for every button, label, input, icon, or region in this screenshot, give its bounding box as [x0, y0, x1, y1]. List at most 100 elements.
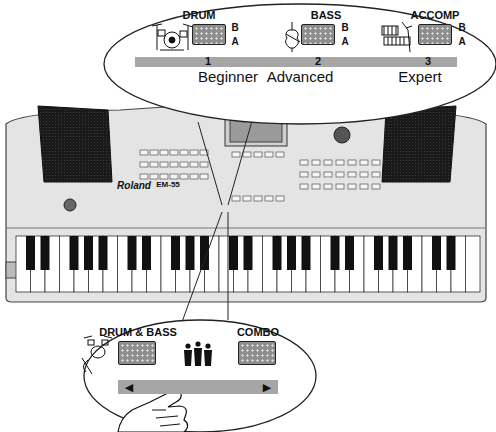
- level-label: Beginner: [198, 69, 258, 86]
- black-key: [302, 236, 311, 270]
- arrow-bar: ◀▶: [118, 380, 278, 394]
- panel-button: [324, 184, 332, 189]
- panel-button: [170, 162, 178, 167]
- black-key: [70, 236, 79, 270]
- panel-button: [300, 172, 308, 177]
- black-key: [128, 236, 137, 270]
- variation-label: B: [458, 22, 465, 33]
- panel-button: [360, 184, 368, 189]
- panel-button: [300, 184, 308, 189]
- panel-button: [243, 196, 251, 201]
- panel-button: [180, 174, 188, 179]
- button: COMBO: [238, 341, 276, 365]
- black-key: [432, 236, 441, 270]
- panel-button: [254, 196, 262, 201]
- panel-button: [336, 184, 344, 189]
- variation-label: A: [341, 36, 348, 47]
- panel-button: [336, 172, 344, 177]
- panel-button: [348, 172, 356, 177]
- callout-lines: [182, 121, 252, 322]
- panel-button: [140, 174, 148, 179]
- brand-name: Roland: [117, 180, 151, 191]
- button-label: DRUM & BASS: [99, 326, 177, 339]
- panel-button: [200, 162, 208, 167]
- panel-button: [190, 174, 198, 179]
- callout-ellipse: [84, 320, 316, 432]
- level-number: 1: [205, 55, 211, 68]
- panel-button: [372, 184, 380, 189]
- panel-button: [312, 184, 320, 189]
- panel-button: [312, 160, 320, 165]
- keyboard-body: [6, 102, 486, 302]
- panel-button: [312, 172, 320, 177]
- button: DRUM & BASS: [118, 341, 156, 365]
- variation-label: A: [231, 36, 238, 47]
- black-key: [374, 236, 383, 270]
- black-key: [389, 236, 398, 270]
- black-key: [403, 236, 412, 270]
- variation-label: B: [341, 22, 348, 33]
- black-key: [142, 236, 151, 270]
- black-key: [171, 236, 180, 270]
- model-name: EM-55: [156, 181, 180, 190]
- panel-button: [140, 150, 148, 155]
- level-label: Advanced: [267, 69, 334, 86]
- level-band: 123: [135, 57, 457, 67]
- hand-detail: [152, 410, 180, 426]
- panel-button: [360, 172, 368, 177]
- panel-button: [150, 150, 158, 155]
- panel-button: [170, 174, 178, 179]
- black-key: [244, 236, 253, 270]
- panel-button: [265, 196, 273, 201]
- button-label: DRUM: [183, 9, 216, 22]
- panel-button: [324, 172, 332, 177]
- black-key: [26, 236, 35, 270]
- guitar-keyboard-icon: [382, 22, 412, 52]
- drum-bass-icon: [82, 336, 112, 374]
- button-label: COMBO: [237, 326, 279, 339]
- black-key: [345, 236, 354, 270]
- panel-button: [300, 160, 308, 165]
- keys: [16, 236, 480, 292]
- arrow-symbol: ◀: [125, 380, 133, 394]
- panel-button: [232, 152, 240, 157]
- black-key: [229, 236, 238, 270]
- panel-button: [190, 162, 198, 167]
- panel-buttons: [140, 150, 380, 201]
- panel-button: [372, 160, 380, 165]
- panel-button: [150, 174, 158, 179]
- cello-icon: [286, 22, 300, 52]
- panel-button: [150, 162, 158, 167]
- panel-button: [348, 184, 356, 189]
- variation-label: B: [231, 22, 238, 33]
- button-label: BASS: [311, 9, 342, 22]
- black-key: [331, 236, 340, 270]
- white-key: [466, 236, 481, 292]
- black-key: [447, 236, 456, 270]
- button: BASS: [301, 24, 335, 45]
- panel-button: [336, 160, 344, 165]
- callout-ellipse: [104, 4, 496, 124]
- button: ACCOMP: [418, 24, 452, 45]
- black-key: [41, 236, 50, 270]
- panel-button: [243, 152, 251, 157]
- level-label: Expert: [398, 69, 441, 86]
- panel-button: [324, 160, 332, 165]
- panel-button: [276, 196, 284, 201]
- panel-button: [265, 152, 273, 157]
- black-key: [273, 236, 282, 270]
- panel-button: [160, 174, 168, 179]
- panel-button: [254, 152, 262, 157]
- panel-button: [180, 162, 188, 167]
- panel-button: [348, 160, 356, 165]
- variation-label: A: [458, 36, 465, 47]
- panel-button: [276, 152, 284, 157]
- black-key: [99, 236, 108, 270]
- button-label: ACCOMP: [411, 9, 460, 22]
- panel-button: [232, 196, 240, 201]
- panel-button: [360, 160, 368, 165]
- arrow-symbol: ▶: [263, 380, 271, 394]
- drum-icon: [152, 24, 193, 50]
- level-number: 2: [315, 55, 321, 68]
